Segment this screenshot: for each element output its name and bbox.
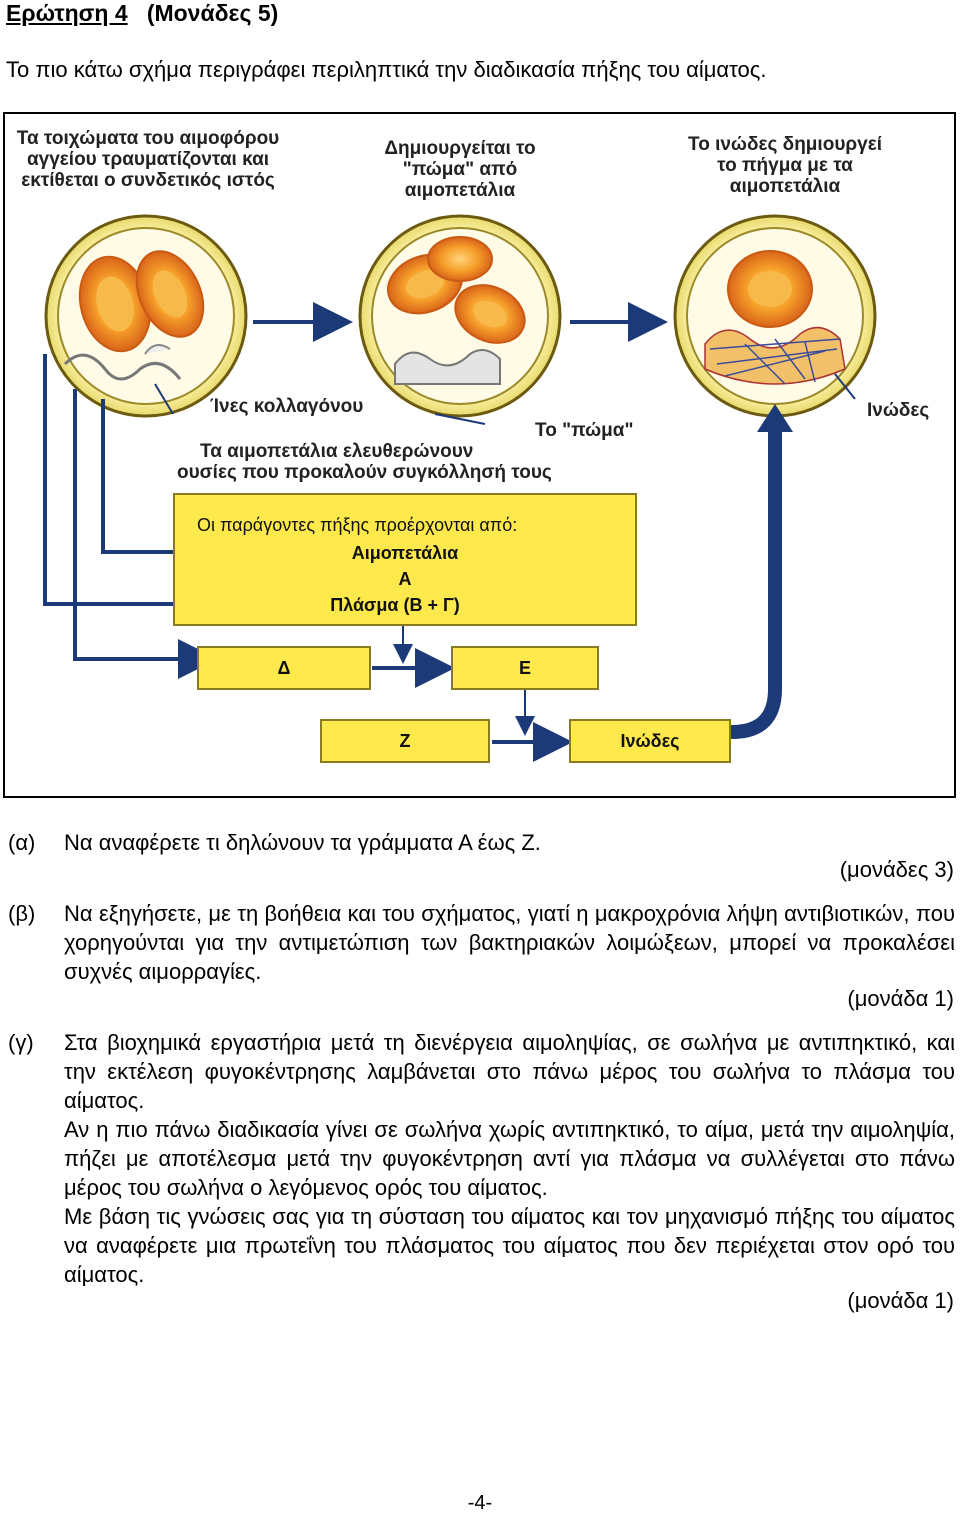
intro-text: Το πιο κάτω σχήμα περιγράφει περιληπτικά…	[6, 57, 767, 82]
question-header: Ερώτηση 4 (Μονάδες 5)	[6, 0, 278, 27]
question-b-text: Να εξηγήσετε, με τη βοήθεια και του σχήμ…	[64, 901, 955, 984]
fibrin-arrow	[725, 419, 782, 739]
question-b-marks: (μονάδα 1)	[847, 986, 954, 1011]
vessel-plug	[358, 214, 562, 418]
label-platelets-release-1: Τα αιμοπετάλια ελευθερώνουν	[200, 441, 474, 462]
question-c-text-3: Με βάση τις γνώσεις σας για τη σύσταση τ…	[64, 1204, 955, 1287]
caption-plug: Δημιουργείται το "πώμα" από αιμοπετάλια	[384, 138, 536, 201]
label-fibrin: Ινώδες	[867, 400, 930, 421]
factor-plasma: Πλάσμα (Β + Γ)	[330, 595, 460, 615]
factors-box: Οι παράγοντες πήξης προέρχονται από: Αιμ…	[173, 493, 637, 626]
label-collagen: Ίνες κολλαγόνου	[210, 396, 364, 417]
caption-injury: Τα τοιχώματα του αιμοφόρου αγγείου τραυμ…	[16, 128, 280, 191]
page-number: -4-	[467, 1492, 493, 1514]
caption-fibrin: Το ινώδες δημιουργεί το πήγμα με τα αιμο…	[688, 134, 882, 197]
figure-drawing	[43, 214, 877, 762]
question-c-text-1: Στα βιοχημικά εργαστήρια μετά τη διενέργ…	[64, 1030, 955, 1113]
question-c-label: (γ)	[8, 1030, 34, 1055]
factor-platelets: Αιμοπετάλια	[351, 543, 459, 563]
factors-title: Οι παράγοντες πήξης προέρχονται από:	[197, 515, 518, 535]
factor-a: Α	[398, 569, 412, 589]
arrow-line-1	[73, 389, 218, 679]
question-points: (Μονάδες 5)	[146, 0, 279, 26]
label-platelets-release-2: ουσίες που προκαλούν συγκόλλησή τους	[177, 462, 552, 483]
question-b-label: (β)	[8, 901, 36, 926]
question-c-text-2: Αν η πιο πάνω διαδικασία γίνει σε σωλήνα…	[64, 1117, 955, 1200]
question-number: Ερώτηση 4	[6, 0, 128, 26]
box-e: Ε	[451, 646, 599, 690]
vessel-injured	[44, 214, 248, 418]
box-delta: Δ	[197, 646, 371, 690]
clotting-figure: Τα τοιχώματα του αιμοφόρου αγγείου τραυμ…	[3, 112, 956, 798]
vessel-clot	[673, 214, 877, 418]
box-fibrin: Ινώδες	[569, 719, 731, 763]
box-z: Ζ	[320, 719, 490, 763]
arrow-line-3	[43, 354, 210, 606]
question-a-marks: (μονάδες 3)	[839, 857, 954, 882]
label-plug: Το "πώμα"	[535, 420, 634, 441]
question-c-marks: (μονάδα 1)	[847, 1288, 954, 1313]
question-a-label: (α)	[8, 830, 36, 855]
question-a-text: Να αναφέρετε τι δηλώνουν τα γράμματα Α έ…	[64, 830, 541, 855]
